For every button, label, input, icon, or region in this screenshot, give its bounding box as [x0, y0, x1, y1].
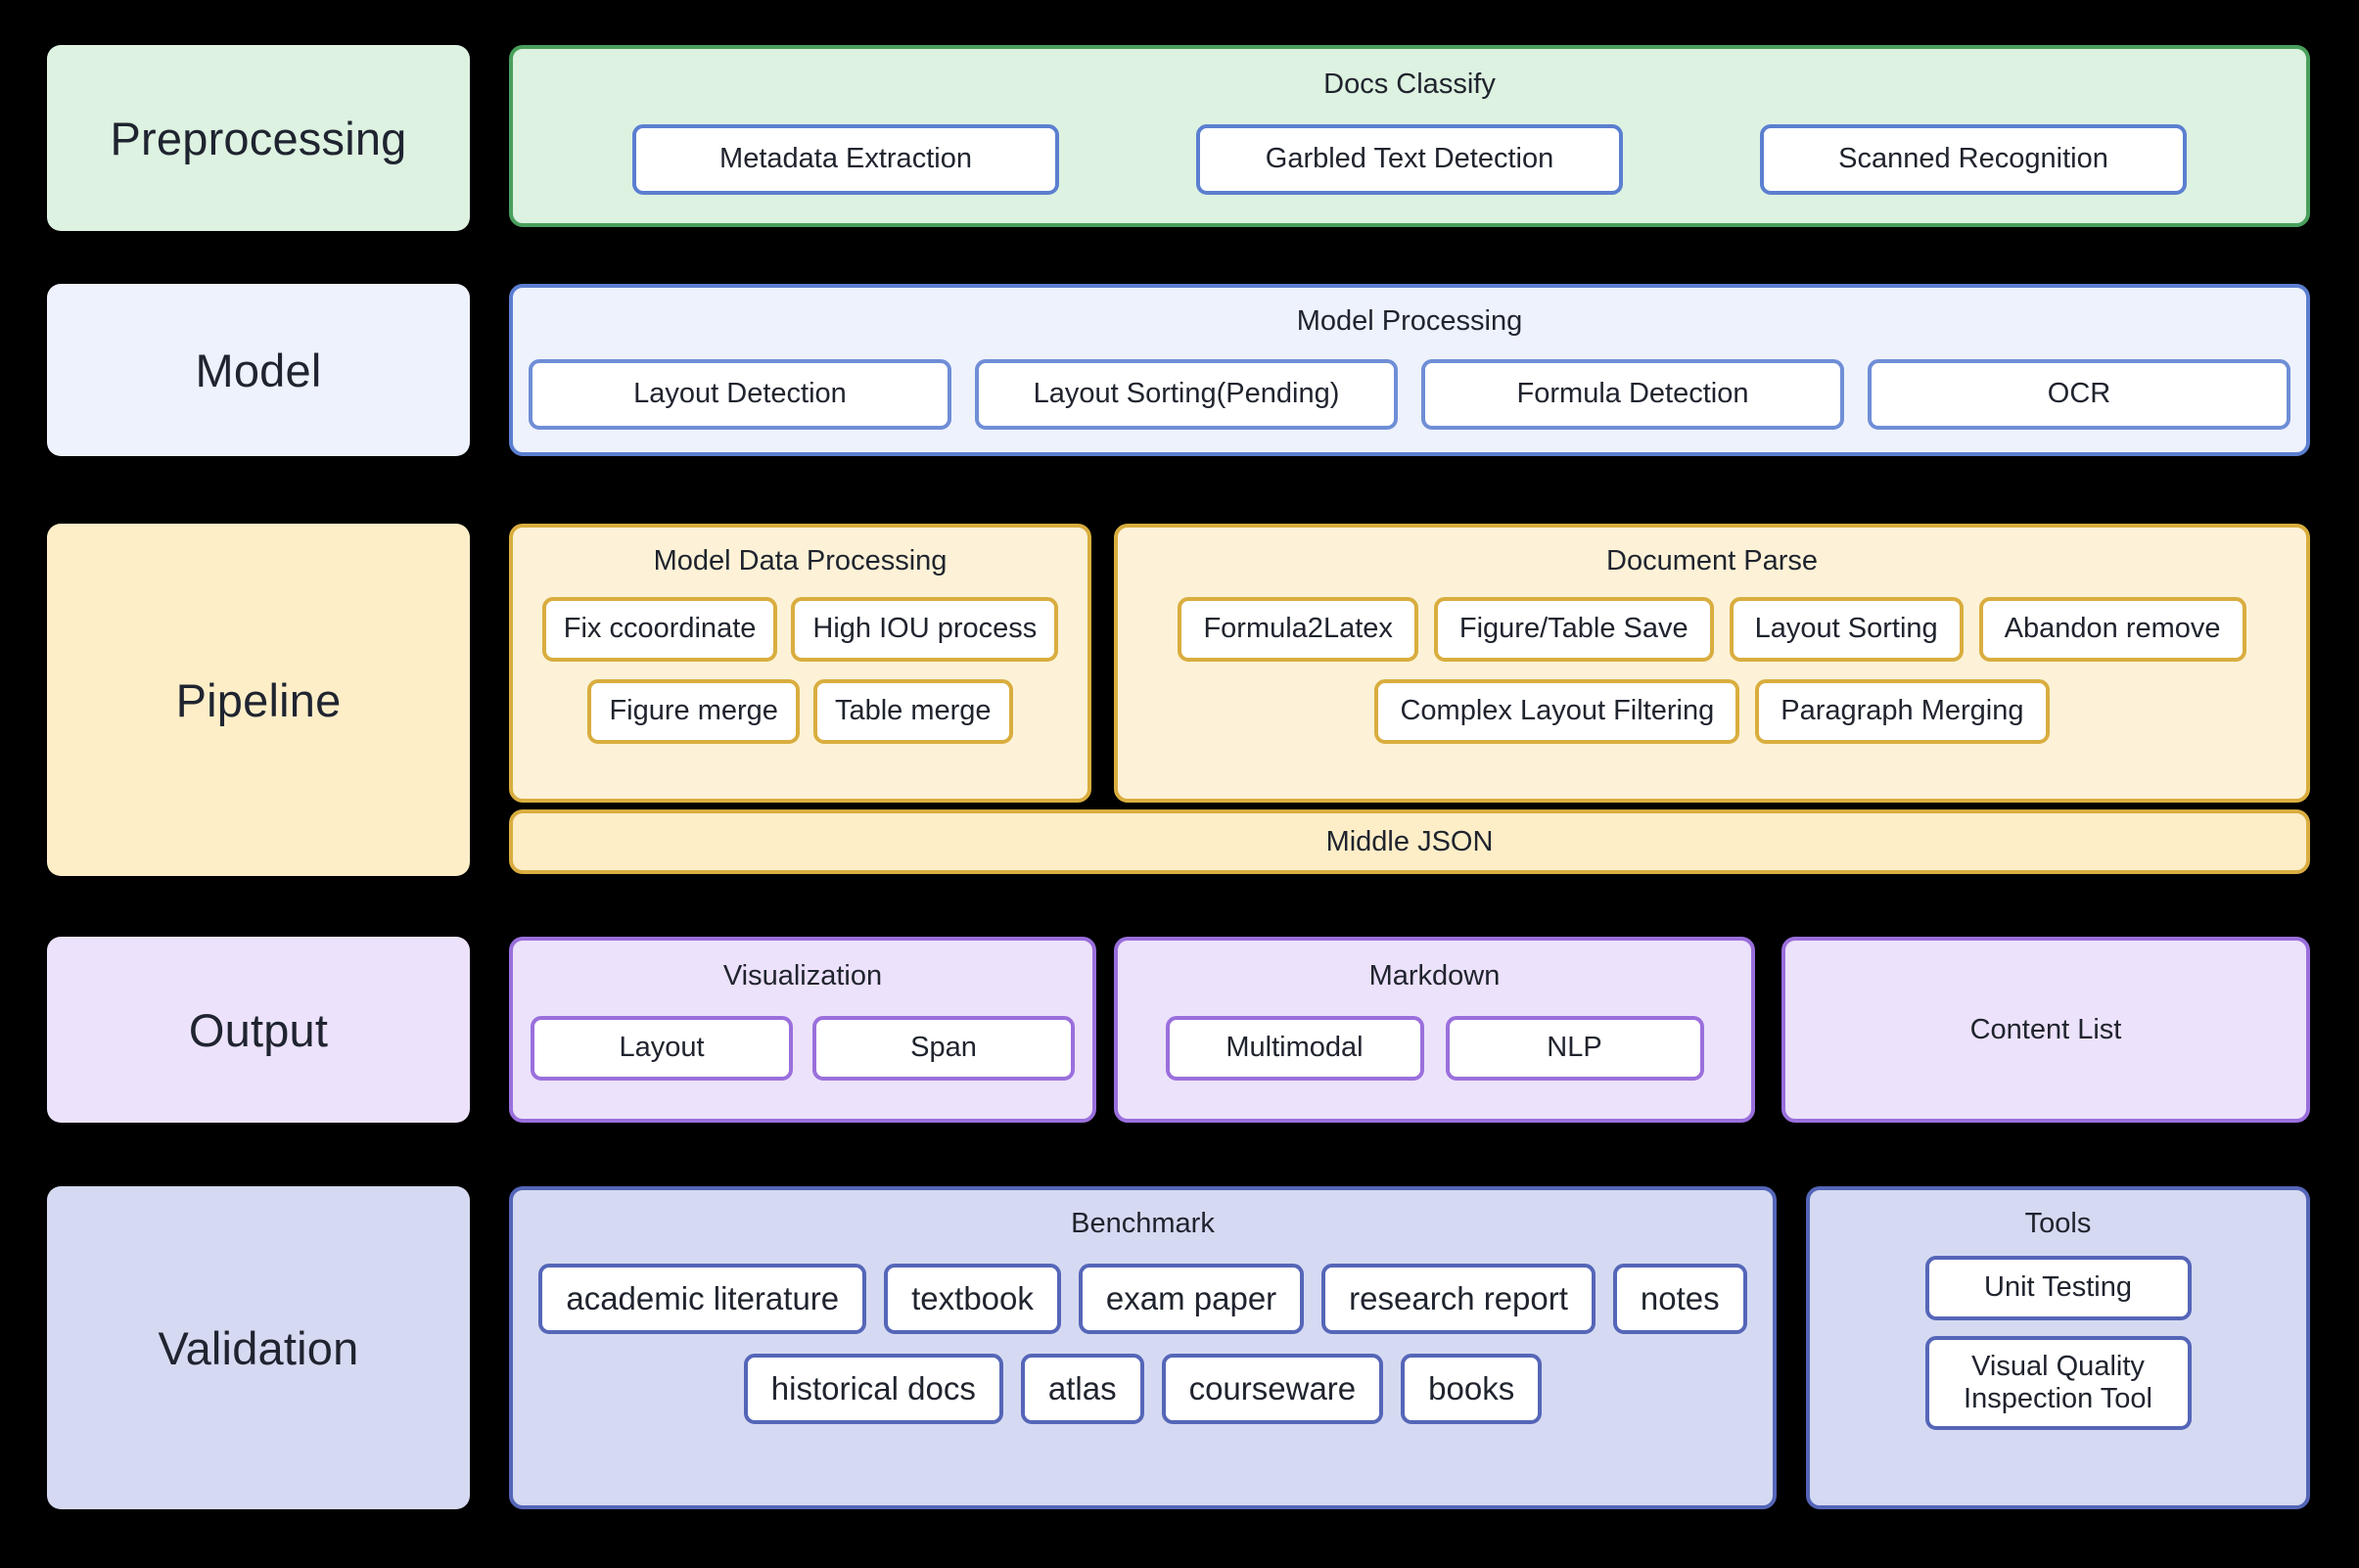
stage-card-preprocessing: Preprocessing [47, 45, 470, 231]
group-middle-json: Middle JSON [509, 809, 2310, 874]
chip-paragraph-merging[interactable]: Paragraph Merging [1755, 679, 2050, 744]
chip-layout-sorting-pending[interactable]: Layout Sorting(Pending) [975, 359, 1398, 430]
group-title-content-list: Content List [1969, 1013, 2122, 1045]
chip-books[interactable]: books [1401, 1354, 1543, 1424]
stage-card-pipeline: Pipeline [47, 524, 470, 876]
group-body-document-parse: Formula2Latex Figure/Table Save Layout S… [1118, 597, 2306, 744]
chip-textbook[interactable]: textbook [884, 1264, 1061, 1334]
chip-ocr[interactable]: OCR [1868, 359, 2290, 430]
chip-abandon-remove[interactable]: Abandon remove [1978, 597, 2246, 662]
chip-formula-detection[interactable]: Formula Detection [1421, 359, 1844, 430]
group-docs-classify: Docs Classify Metadata Extraction Garble… [509, 45, 2310, 227]
chip-nlp[interactable]: NLP [1445, 1016, 1704, 1081]
chip-historical-docs[interactable]: historical docs [743, 1354, 1003, 1424]
group-title-visualization: Visualization [722, 960, 883, 992]
chip-multimodal[interactable]: Multimodal [1165, 1016, 1424, 1081]
group-visualization: Visualization Layout Span [509, 937, 1096, 1123]
stage-label-validation: Validation [158, 1321, 359, 1374]
chip-scanned-recognition[interactable]: Scanned Recognition [1760, 124, 2187, 195]
group-title-markdown: Markdown [1368, 960, 1501, 992]
group-document-parse: Document Parse Formula2Latex Figure/Tabl… [1114, 524, 2310, 803]
chip-figure-merge[interactable]: Figure merge [587, 679, 800, 744]
chip-figure-table-save[interactable]: Figure/Table Save [1433, 597, 1714, 662]
chip-layout-sorting[interactable]: Layout Sorting [1729, 597, 1964, 662]
stage-label-output: Output [188, 1003, 329, 1056]
group-content-list: Content List [1781, 937, 2310, 1123]
chip-table-merge[interactable]: Table merge [812, 679, 1013, 744]
group-markdown: Markdown Multimodal NLP [1114, 937, 1755, 1123]
group-title-model-processing: Model Processing [1296, 305, 1523, 337]
group-title-middle-json: Middle JSON [1325, 826, 1494, 857]
chip-layout-detection[interactable]: Layout Detection [529, 359, 951, 430]
group-title-model-data-processing: Model Data Processing [653, 545, 948, 576]
stage-label-preprocessing: Preprocessing [110, 112, 407, 164]
group-body-tools: Unit Testing Visual Quality Inspection T… [1810, 1256, 2306, 1430]
chip-visual-quality-inspection-tool[interactable]: Visual Quality Inspection Tool [1924, 1336, 2192, 1430]
group-title-benchmark: Benchmark [1071, 1208, 1215, 1239]
group-title-document-parse: Document Parse [1606, 545, 1818, 576]
group-model-processing: Model Processing Layout Detection Layout… [509, 284, 2310, 456]
stage-card-output: Output [47, 937, 470, 1123]
chip-formula2latex[interactable]: Formula2Latex [1178, 597, 1418, 662]
group-benchmark: Benchmark academic literature textbook e… [509, 1186, 1777, 1509]
chip-high-iou-process[interactable]: High IOU process [791, 597, 1059, 662]
stage-card-model: Model [47, 284, 470, 456]
chip-span[interactable]: Span [812, 1016, 1075, 1081]
group-title-tools: Tools [2024, 1208, 2092, 1239]
group-body-visualization: Layout Span [513, 1016, 1092, 1081]
group-model-data-processing: Model Data Processing Fix ccoordinate Hi… [509, 524, 1091, 803]
group-title-docs-classify: Docs Classify [1323, 69, 1496, 100]
stage-card-validation: Validation [47, 1186, 470, 1509]
chip-atlas[interactable]: atlas [1020, 1354, 1144, 1424]
chip-academic-literature[interactable]: academic literature [538, 1264, 867, 1334]
chip-fix-coordinate[interactable]: Fix ccoordinate [541, 597, 778, 662]
chip-unit-testing[interactable]: Unit Testing [1924, 1256, 2192, 1320]
chip-layout[interactable]: Layout [531, 1016, 793, 1081]
stage-label-model: Model [195, 344, 322, 396]
group-body-model-data-processing: Fix ccoordinate High IOU process Figure … [513, 597, 1087, 744]
chip-complex-layout-filtering[interactable]: Complex Layout Filtering [1374, 679, 1740, 744]
chip-research-report[interactable]: research report [1321, 1264, 1596, 1334]
chip-metadata-extraction[interactable]: Metadata Extraction [632, 124, 1059, 195]
stage-label-pipeline: Pipeline [175, 673, 342, 726]
group-body-model-processing: Layout Detection Layout Sorting(Pending)… [513, 359, 2306, 430]
group-body-benchmark: academic literature textbook exam paper … [513, 1264, 1773, 1424]
chip-courseware[interactable]: courseware [1161, 1354, 1384, 1424]
chip-notes[interactable]: notes [1612, 1264, 1747, 1334]
chip-garbled-text-detection[interactable]: Garbled Text Detection [1196, 124, 1623, 195]
group-tools: Tools Unit Testing Visual Quality Inspec… [1806, 1186, 2310, 1509]
group-body-docs-classify: Metadata Extraction Garbled Text Detecti… [513, 124, 2306, 195]
chip-exam-paper[interactable]: exam paper [1078, 1264, 1305, 1334]
group-body-markdown: Multimodal NLP [1118, 1016, 1751, 1081]
